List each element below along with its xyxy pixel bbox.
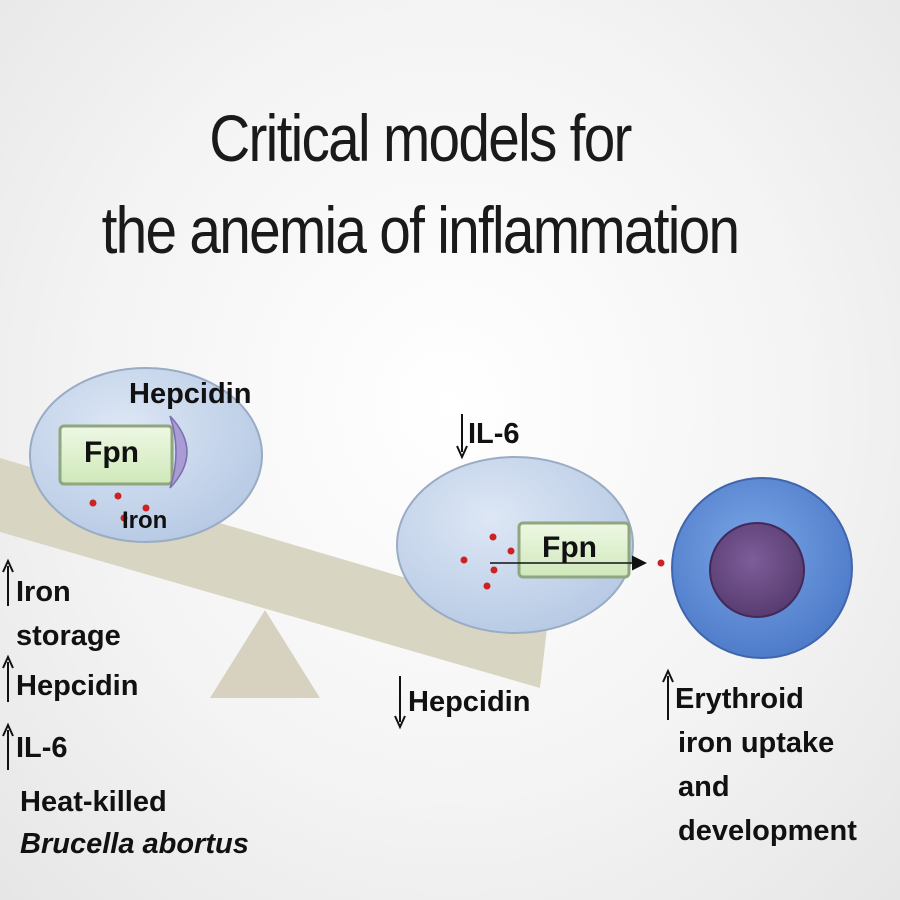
erythroid-label-1: Erythroid (675, 683, 804, 715)
left-il6-annotation: IL-6 (16, 732, 68, 764)
left-iron-label: Iron (122, 507, 168, 534)
left-fpn-label: Fpn (84, 436, 139, 469)
left-hepcidin-annotation: Hepcidin (16, 670, 139, 702)
middle-cell (396, 456, 634, 634)
middle-il6-label: IL-6 (468, 418, 520, 450)
up-arrow-icon (2, 722, 14, 770)
left-hepcidin-label: Hepcidin (129, 378, 252, 410)
iron-dot (460, 556, 468, 564)
iron-dot (120, 514, 128, 522)
title-line-1: Critical models for (209, 101, 632, 175)
iron-storage-label-2: storage (16, 620, 121, 652)
iron-dot (483, 582, 491, 590)
left-fpn-box (58, 424, 174, 486)
up-arrow-icon (2, 558, 14, 606)
iron-dot (114, 492, 122, 500)
down-arrow-icon (456, 414, 468, 460)
hepcidin-crescent (169, 415, 188, 489)
cause-label-1: Heat-killed (20, 786, 167, 818)
title-line-2: the anemia of inflammation (101, 193, 740, 267)
up-arrow-icon (662, 668, 674, 720)
iron-dot (89, 499, 97, 507)
down-arrow-icon (394, 676, 406, 730)
middle-hepcidin-annotation: Hepcidin (408, 686, 531, 718)
cause-label-2: Brucella abortus (20, 828, 249, 860)
middle-fpn-label: Fpn (542, 531, 597, 564)
iron-storage-label-1: Iron (16, 576, 71, 608)
erythroid-label-2: iron uptake (678, 727, 835, 759)
iron-dot (490, 566, 498, 574)
iron-dot (657, 559, 665, 567)
iron-dot (489, 533, 497, 541)
iron-dot (142, 504, 150, 512)
iron-dot (507, 547, 515, 555)
erythroid-label-3: and (678, 771, 730, 803)
seesaw-fulcrum (210, 610, 320, 698)
up-arrow-icon (2, 654, 14, 702)
erythroid-nucleus (709, 522, 805, 618)
erythroid-label-4: development (678, 815, 857, 847)
